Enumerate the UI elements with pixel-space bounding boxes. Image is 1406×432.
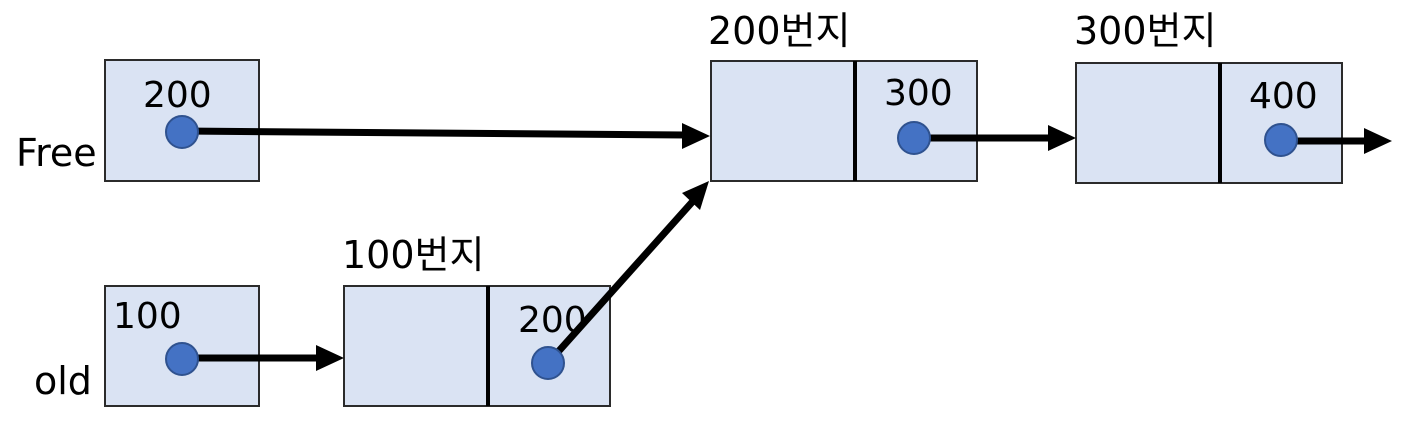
node-300-box (1075, 62, 1343, 184)
node-200-next-value: 300 (884, 73, 953, 114)
old-variable-label: old (34, 359, 92, 403)
node-100-to-200-arrow-line (546, 197, 697, 365)
node-100-pointer-dot (531, 346, 565, 380)
node-200-box (710, 60, 978, 182)
old-to-100-arrowhead (316, 345, 344, 371)
node-300-next-value: 400 (1249, 76, 1318, 117)
old-pointer-dot (165, 342, 199, 376)
old-pointer-value: 100 (113, 296, 182, 337)
node-300-pointer-dot (1264, 123, 1298, 157)
free-variable-label: Free (16, 131, 97, 175)
node-100-to-200-arrowhead (682, 181, 709, 210)
free-to-200-arrowhead (682, 123, 710, 149)
node-200-address-label: 200번지 (708, 9, 850, 53)
free-to-200-arrow-line (182, 127, 687, 139)
free-pointer-dot (165, 115, 199, 149)
node-300-next-arrowhead (1364, 128, 1392, 154)
node-200-to-300-arrowhead (1048, 125, 1076, 151)
node-300-address-label: 300번지 (1074, 9, 1216, 53)
node-200-pointer-dot (897, 121, 931, 155)
node-100-address-label: 100번지 (342, 233, 484, 277)
free-pointer-value: 200 (143, 75, 212, 116)
